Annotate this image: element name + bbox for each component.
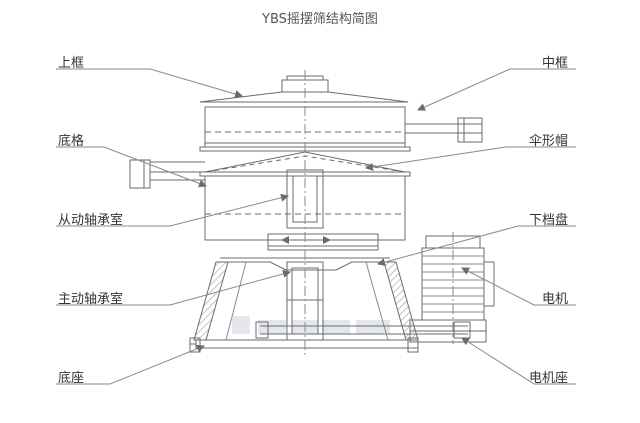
label-bottom-grid: 底格 <box>58 134 85 149</box>
outlet-spout-right <box>405 123 483 134</box>
label-motor: 电机 <box>541 292 568 307</box>
base-bottom-plate <box>195 339 419 349</box>
label-lower-baffle-plate: 下档盘 <box>528 213 568 228</box>
label-motor-base: 电机座 <box>528 371 568 386</box>
label-driven-bearing-chamber: 从动轴承室 <box>58 213 124 228</box>
label-upper-frame: 上框 <box>58 56 85 71</box>
left-support-leg <box>193 261 229 341</box>
upper-frame-cover <box>199 91 409 103</box>
label-drive-bearing-chamber: 主动轴承室 <box>58 292 124 307</box>
leader-lines <box>56 68 576 385</box>
outlet-spout-left <box>149 161 205 173</box>
diagram-title: YBS摇摆筛结构简图 <box>262 12 378 27</box>
label-base: 底座 <box>58 371 85 386</box>
label-umbrella-cap: 伞形帽 <box>528 134 568 149</box>
label-middle-frame: 中框 <box>541 56 568 71</box>
right-support-leg <box>383 261 419 341</box>
